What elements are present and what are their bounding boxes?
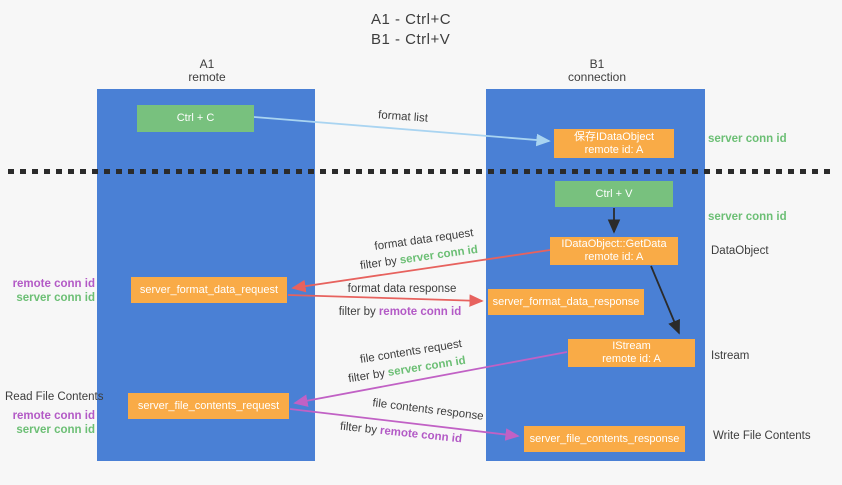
remote-conn-id-left-1: remote conn id	[12, 278, 95, 290]
save-dataobject-box: 保存IDataObject remote id: A	[554, 129, 674, 158]
file-contents-response-label: file contents response	[371, 397, 485, 423]
remote-conn-id-text: remote conn id	[379, 424, 463, 446]
write-file-contents-label: Write File Contents	[713, 430, 811, 442]
column-a1-name: A1	[199, 57, 215, 71]
remote-conn-id-text: remote conn id	[378, 306, 462, 318]
format-response-box: server_format_data_response	[488, 289, 644, 315]
format-conn-id-group: remote conn id server conn id	[0, 277, 95, 305]
server-conn-id-side-mid: server conn id	[708, 211, 787, 223]
getdata-line2: remote id: A	[584, 251, 644, 263]
format-data-response-label: format data response	[347, 283, 457, 295]
read-file-contents-label: Read File Contents	[5, 391, 104, 403]
getdata-line1: IDataObject::GetData	[561, 238, 667, 250]
server-conn-id-side-top: server conn id	[708, 133, 787, 145]
title-line-2: B1 - Ctrl+V	[371, 31, 451, 48]
column-a1-subtitle: remote	[188, 70, 226, 84]
dataobject-side-label: DataObject	[711, 245, 769, 257]
istream-line2: remote id: A	[602, 353, 661, 365]
column-header-b1: B1 connection	[537, 58, 657, 84]
istream-box: IStream remote id: A	[568, 339, 695, 367]
column-b1-subtitle: connection	[567, 70, 627, 84]
save-dataobject-line2: remote id: A	[584, 143, 644, 156]
file-response-label: server_file_contents_response	[529, 432, 680, 445]
file-conn-id-group: remote conn id server conn id	[0, 409, 95, 437]
format-response-label: server_format_data_response	[492, 295, 640, 308]
ctrl-v-box: Ctrl + V	[555, 181, 673, 207]
filter-by-text: filter by	[338, 306, 376, 318]
diagram-title: A1 - Ctrl+C B1 - Ctrl+V	[371, 10, 451, 50]
format-request-label: server_format_data_request	[139, 283, 279, 296]
filter-by-text: filter by	[347, 367, 386, 386]
column-header-a1: A1 remote	[147, 58, 267, 84]
column-b1-name: B1	[589, 57, 605, 71]
filter-by-text: filter by	[339, 420, 378, 437]
session-divider-dotted-line	[8, 169, 832, 174]
arrow-format-data-response	[287, 294, 484, 307]
save-dataobject-line1: 保存IDataObject	[573, 130, 655, 143]
server-conn-id-left-1: server conn id	[16, 292, 95, 304]
getdata-box: IDataObject::GetData remote id: A	[550, 237, 678, 265]
file-response-box: server_file_contents_response	[524, 426, 685, 452]
format-list-label: format list	[377, 109, 429, 125]
format-request-box: server_format_data_request	[131, 277, 287, 303]
istream-side-label: Istream	[711, 350, 750, 362]
filter-by-text: filter by	[359, 255, 398, 273]
title-line-1: A1 - Ctrl+C	[371, 11, 452, 28]
file-request-label: server_file_contents_request	[137, 399, 280, 412]
ctrl-c-box: Ctrl + C	[137, 105, 254, 132]
istream-line1: IStream	[612, 340, 651, 352]
server-conn-id-left-2: server conn id	[16, 424, 95, 436]
ctrl-c-label: Ctrl + C	[176, 112, 215, 124]
ctrl-v-label: Ctrl + V	[595, 187, 633, 200]
file-request-box: server_file_contents_request	[128, 393, 289, 419]
remote-conn-id-left-2: remote conn id	[12, 410, 95, 422]
